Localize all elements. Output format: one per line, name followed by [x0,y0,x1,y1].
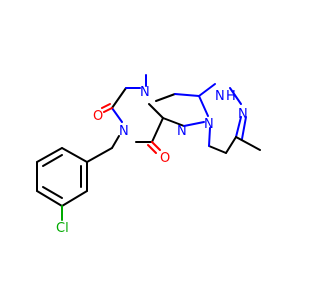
atom-label-n-hydrazone: N [238,107,248,122]
bond [229,87,242,105]
atom-label-o-bottom: O [160,151,170,166]
bond [183,121,205,127]
bond [36,190,63,207]
bond [61,147,88,163]
bond [111,87,127,109]
bond [36,147,63,163]
atom-label-n-imide: N [119,124,129,139]
bond [111,107,123,123]
bond [198,83,216,97]
atom-label-n-bridge: N [204,117,214,132]
bonds [36,74,261,221]
atom-labels: N N N N N H N O O Cl [56,85,248,236]
bond [225,136,237,154]
bond [151,117,164,143]
bond [198,95,209,117]
bond [174,93,200,97]
bond [151,141,161,151]
bond [208,127,211,147]
bond [111,135,120,149]
bond [148,103,164,119]
atom-label-nh-h: H [226,89,236,104]
atom-label-n-methyl: N [140,85,150,100]
bond [235,136,261,151]
atom-label-n-imidazole: N [177,124,187,139]
bond [162,117,185,127]
atom-label-nh-n: N [215,89,225,104]
bond [42,186,63,199]
bond [155,93,176,102]
bond [42,154,63,167]
molecule-structure-diagram: N N N N N H N O O Cl [36,74,261,236]
bond [103,107,113,113]
bond [147,144,157,154]
atom-label-o-top: O [93,109,103,124]
bond [241,116,247,140]
bond [61,190,88,207]
bond [86,147,113,163]
bond [235,116,242,138]
atom-label-cl: Cl [56,221,69,236]
bond [101,103,111,109]
bond [208,145,227,154]
